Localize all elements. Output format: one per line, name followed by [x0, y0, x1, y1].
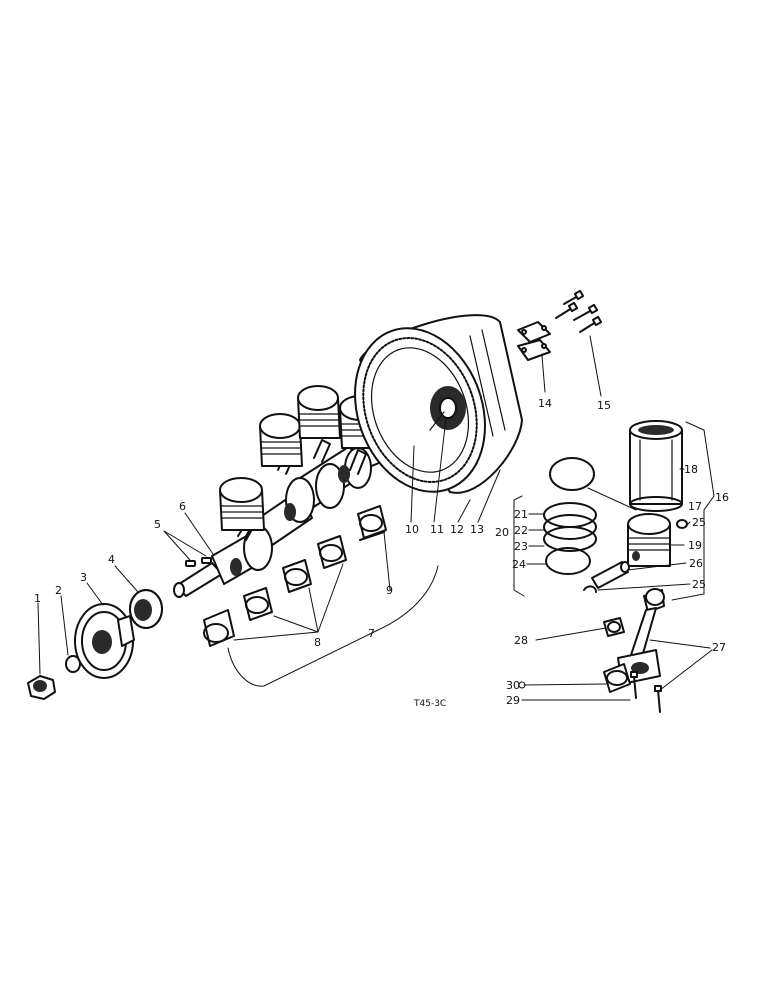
callout-2: 2: [55, 584, 62, 597]
main-bearing-shells: [203, 535, 347, 647]
callout-25-bottom: 25: [692, 578, 706, 591]
piston-pin: [591, 561, 630, 589]
callout-20: 20: [495, 526, 509, 539]
callout-numbers: 1 2 3 4 5 6 7 8 9 10 11 12 13 14 15 16 1…: [34, 397, 729, 709]
callout-6: 6: [179, 500, 186, 513]
callout-15: 15: [597, 399, 611, 412]
callout-12: 12: [450, 523, 464, 536]
callout-24: 24: [512, 558, 526, 571]
callout-13: 13: [470, 523, 484, 536]
liner-seal-ring: [549, 457, 595, 491]
plate-code: T45-3C: [413, 699, 446, 709]
callout-10: 10: [405, 523, 419, 536]
leader-lines: [37, 335, 715, 701]
callout-26: 26: [689, 557, 703, 570]
piston-assembly-3: [297, 385, 341, 463]
piston: [627, 513, 671, 567]
main-bearing-1: [203, 609, 235, 647]
callout-18: 18: [684, 463, 698, 476]
callout-16: 16: [715, 491, 729, 504]
main-bearing-2: [243, 587, 273, 621]
callout-21: 21: [514, 508, 528, 521]
callout-4: 4: [108, 553, 115, 566]
callout-11: 11: [430, 523, 444, 536]
small-end-bushing: [603, 617, 625, 637]
callout-14: 14: [538, 397, 552, 410]
crankshaft-pulley: [74, 603, 135, 679]
callout-19: 19: [688, 539, 702, 552]
piston-pin-retainer: [583, 519, 688, 593]
callout-22: 22: [514, 524, 528, 537]
main-bearing-3: [282, 559, 312, 593]
callout-28: 28: [514, 634, 528, 647]
crankshaft-nut: [27, 675, 56, 700]
thrust-bearing: [357, 505, 387, 541]
cylinder-liner: [629, 420, 683, 512]
callout-23: 23: [514, 540, 528, 553]
flywheel-assembly: [354, 314, 523, 494]
piston-assembly-1: [219, 477, 265, 541]
piston-assembly-2: [259, 413, 303, 475]
rod-bearing-shell: [603, 663, 631, 693]
crankshaft-gear: [129, 589, 163, 629]
washer: [65, 655, 81, 673]
main-bearing-4: [317, 535, 347, 569]
woodruff-keys: [185, 557, 212, 567]
callout-30: 30: [506, 679, 520, 692]
callout-17: 17: [688, 500, 702, 513]
flywheel-bolts: [555, 289, 603, 333]
callout-8: 8: [314, 636, 321, 649]
flywheel-lock-plates: [517, 321, 551, 361]
callout-25-top: 25: [692, 516, 706, 529]
callout-9: 9: [386, 584, 393, 597]
callout-5: 5: [154, 518, 161, 531]
rod-bolts: [630, 671, 662, 713]
callout-29: 29: [506, 694, 520, 707]
callout-1: 1: [34, 592, 41, 605]
callout-7: 7: [368, 627, 375, 640]
callout-27: 27: [712, 641, 726, 654]
piston-rings: [543, 502, 597, 575]
callout-3: 3: [80, 571, 87, 584]
